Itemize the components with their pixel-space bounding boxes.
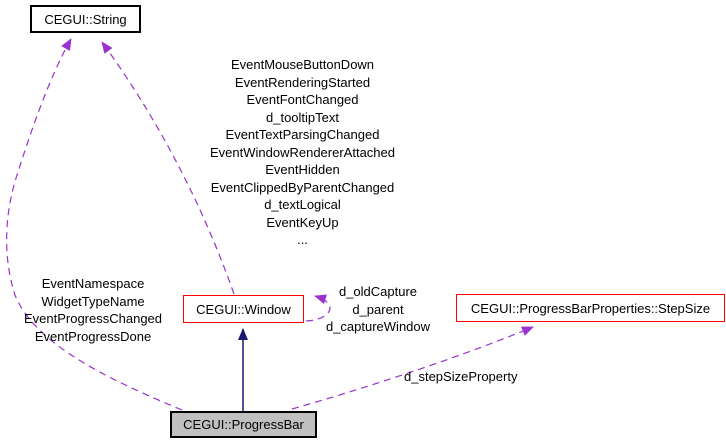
- node-cegui-string: CEGUI::String: [30, 5, 141, 33]
- node-cegui-window[interactable]: CEGUI::Window: [183, 295, 304, 323]
- node-cegui-progressbar: CEGUI::ProgressBar: [170, 411, 317, 438]
- member-label: d_parent: [352, 301, 404, 317]
- member-label: EventKeyUp: [266, 214, 339, 230]
- node-cegui-progressbar-label: CEGUI::ProgressBar: [183, 417, 304, 432]
- member-label: EventHidden: [265, 162, 340, 177]
- node-cegui-progressbarproperties-stepsize[interactable]: CEGUI::ProgressBarProperties::StepSize: [456, 294, 725, 322]
- edge-window-self-loop: [305, 294, 331, 322]
- member-label: d_stepSizeProperty: [404, 369, 518, 384]
- member-label: EventClippedByParentChanged: [210, 179, 395, 195]
- member-label: d_textLogical: [264, 197, 341, 212]
- node-cegui-progressbarproperties-stepsize-label: CEGUI::ProgressBarProperties::StepSize: [470, 300, 711, 316]
- member-label: WidgetTypeName: [41, 293, 145, 309]
- edge-label-window-to-string: EventMouseButtonDown EventRenderingStart…: [190, 56, 415, 249]
- edge-progressbar-to-stepsize: [291, 326, 534, 410]
- member-label: EventWindowRendererAttached: [210, 144, 395, 160]
- member-label: EventRenderingStarted: [234, 74, 371, 90]
- member-label: EventTextParsingChanged: [225, 127, 380, 142]
- member-label: EventMouseButtonDown: [230, 57, 375, 72]
- node-cegui-string-label: CEGUI::String: [44, 11, 127, 27]
- member-label: ...: [297, 232, 308, 247]
- member-label: EventFontChanged: [246, 92, 359, 107]
- edge-window-to-string: [101, 41, 235, 295]
- edge-label-progressbar-to-string: EventNamespace WidgetTypeName EventProgr…: [18, 275, 168, 345]
- member-label: EventProgressChanged: [23, 311, 163, 326]
- member-label: d_captureWindow: [325, 319, 431, 334]
- member-label: d_tooltipText: [266, 109, 339, 125]
- member-label: EventNamespace: [41, 276, 145, 291]
- edge-label-window-self-loop: d_oldCapture d_parent d_captureWindow: [322, 283, 434, 336]
- member-label: d_oldCapture: [338, 284, 418, 299]
- member-label: EventProgressDone: [34, 328, 152, 344]
- edge-progressbar-to-string: [6, 38, 183, 411]
- edge-label-progressbar-to-stepsize: d_stepSizeProperty: [404, 368, 534, 386]
- node-cegui-window-label: CEGUI::Window: [196, 301, 291, 317]
